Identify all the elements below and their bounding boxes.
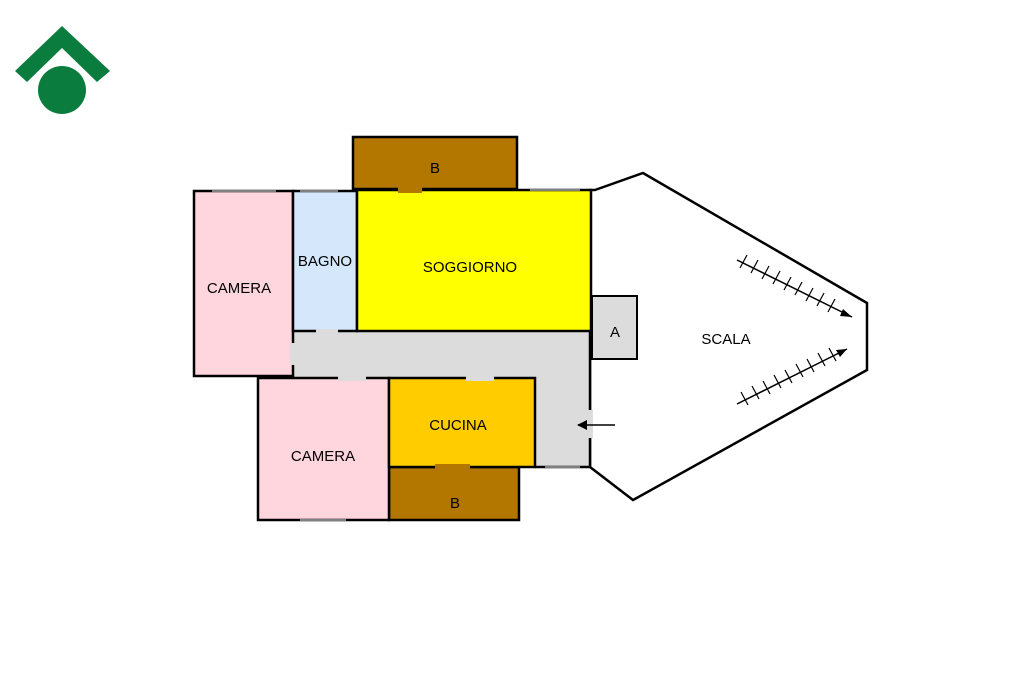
bedroom-2 — [256, 376, 391, 522]
closet-label: A — [610, 324, 620, 341]
stair-label: SCALA — [701, 331, 750, 348]
entrance-arrow-icon — [577, 420, 615, 430]
stair-flight-lower — [736, 347, 848, 406]
balcony-top-label: B — [430, 160, 440, 177]
hallway — [293, 331, 590, 467]
balcony-bottom-label: B — [450, 495, 460, 512]
bedroom-1 — [192, 189, 295, 378]
green-house-logo-icon — [15, 26, 110, 114]
bedroom-1-label: CAMERA — [207, 280, 271, 297]
windows — [212, 189, 580, 521]
kitchen-label: CUCINA — [429, 417, 487, 434]
closet — [591, 295, 638, 360]
bedroom-2-label: CAMERA — [291, 448, 355, 465]
bathroom-label: BAGNO — [298, 253, 352, 270]
stair-flight-upper — [736, 254, 853, 318]
balcony-bottom — [387, 465, 521, 522]
living-room — [355, 188, 593, 333]
living-room-label: SOGGIORNO — [423, 259, 517, 276]
balcony-top — [351, 135, 519, 191]
door-openings — [290, 186, 593, 471]
